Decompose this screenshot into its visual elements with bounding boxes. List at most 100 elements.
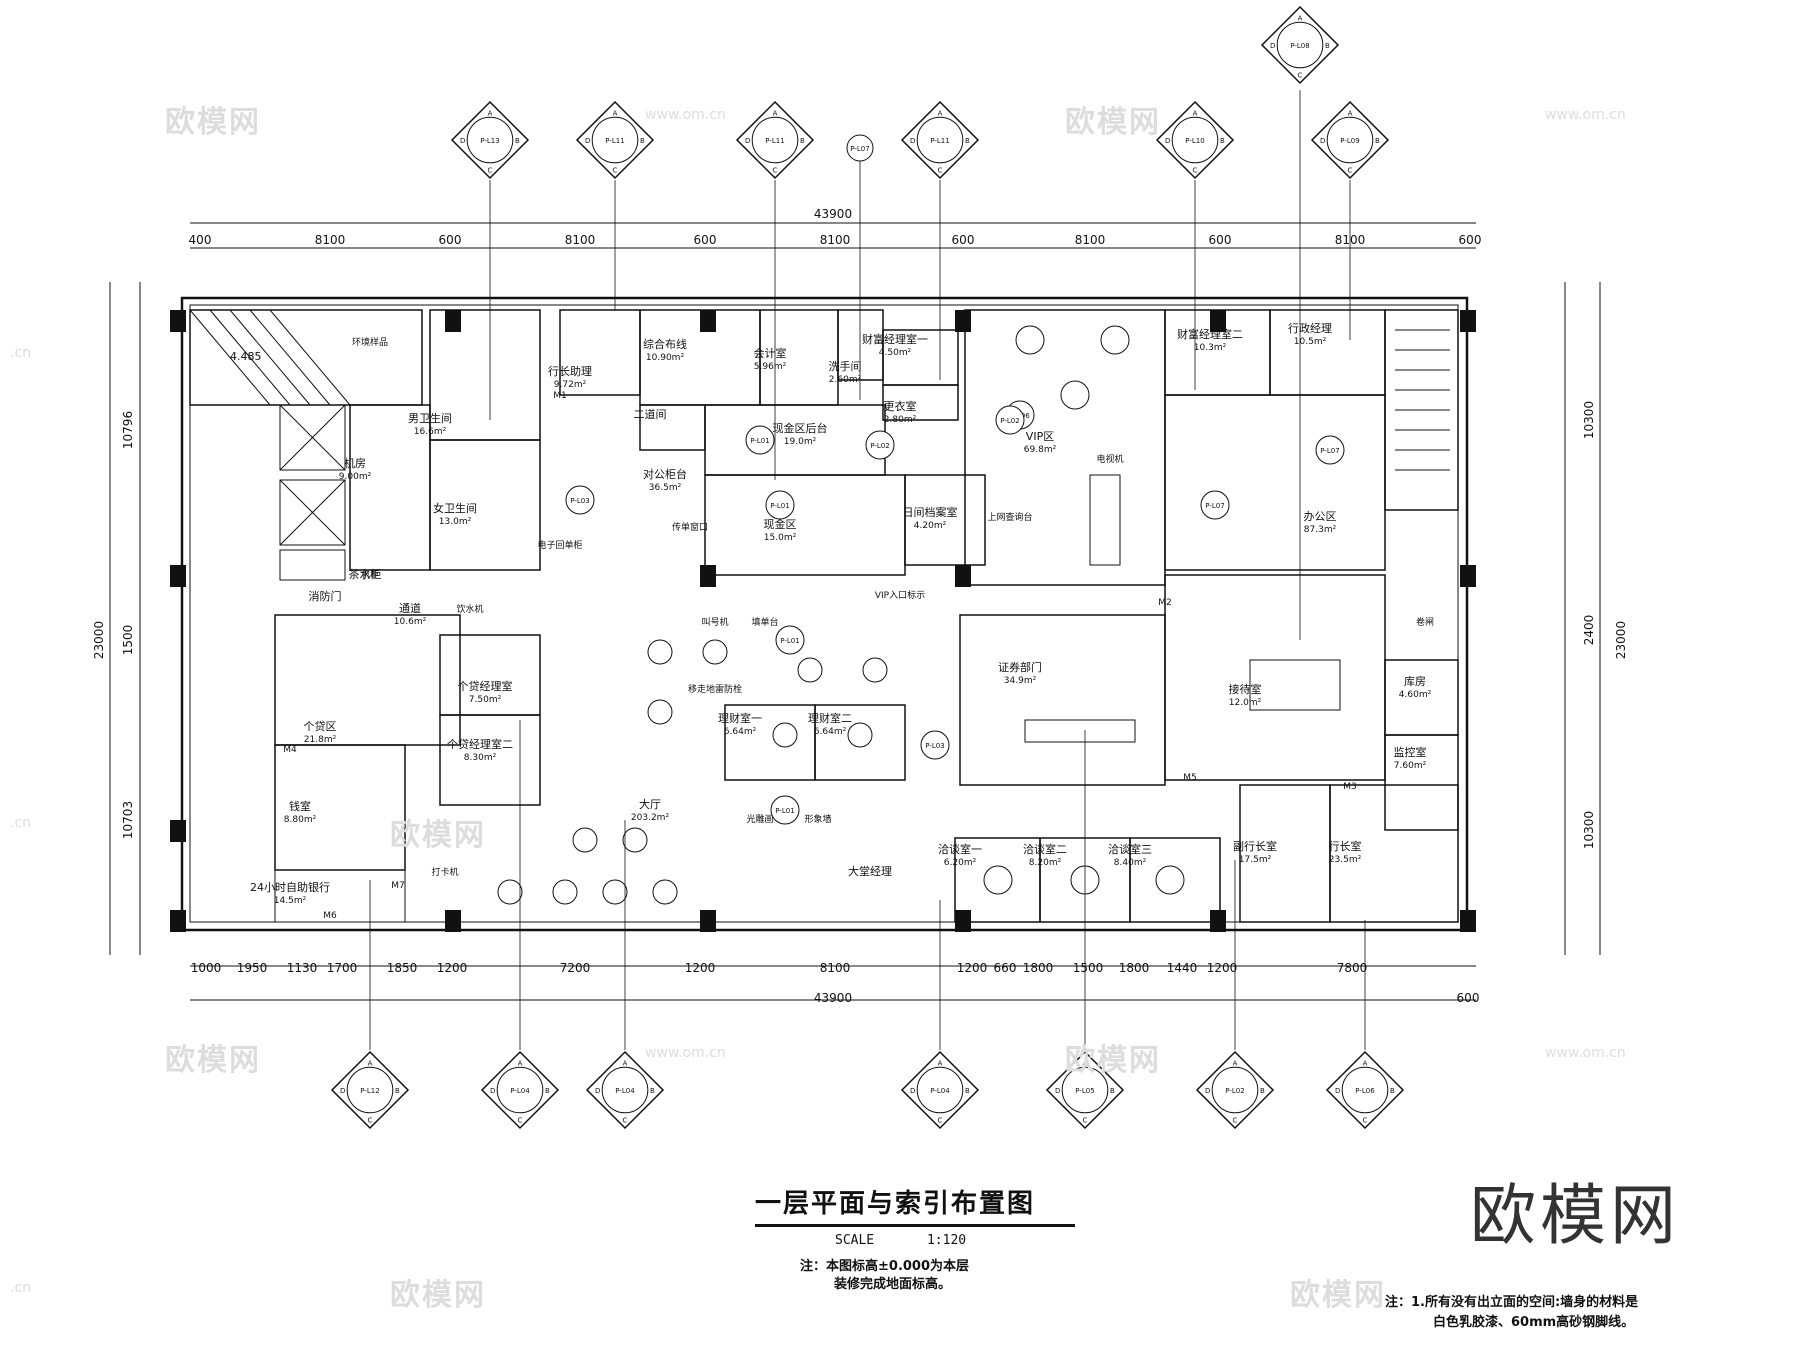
tag-code: P-L04 xyxy=(930,1087,950,1095)
dimension-right: 2400 xyxy=(1582,615,1596,646)
tag-code: P-L02 xyxy=(870,442,889,450)
tag-letter: D xyxy=(910,137,915,145)
room-name: 大厅 xyxy=(639,797,661,811)
tag-letter: C xyxy=(623,1117,628,1125)
room-area: 16.6m² xyxy=(414,427,447,437)
dimension-bottom: 1200 xyxy=(957,961,988,975)
tag-code: P-L04 xyxy=(615,1087,635,1095)
tag-letter: A xyxy=(518,1060,523,1068)
section-tag: P-L01 xyxy=(775,625,805,655)
room-area: 13.0m² xyxy=(439,517,472,527)
note-line: 注：1.所有没有出立面的空间:墙身的材料是 xyxy=(1385,1295,1639,1310)
room-area: 4.20m² xyxy=(914,521,947,531)
room-area: 23.5m² xyxy=(1329,855,1362,865)
tag-letter: A xyxy=(1348,110,1353,118)
room-area: 12.0m² xyxy=(1229,698,1262,708)
annotation-label: 填单台 xyxy=(751,616,778,628)
note-material: 注：1.所有没有出立面的空间:墙身的材料是 白色乳胶漆、60mm高砂钢脚线。 xyxy=(1385,1293,1638,1333)
room-labels: 男卫生间16.6m²女卫生间13.0m²机房9.00m²茶水柜行长助理9.72m… xyxy=(250,321,1434,921)
tag-code: P-L03 xyxy=(570,497,589,505)
scale-row: SCALE 1:120 xyxy=(755,1233,1075,1248)
tag-letter: D xyxy=(585,137,590,145)
room-area: 8.80m² xyxy=(284,815,317,825)
room-area: 203.2m² xyxy=(631,813,670,823)
room-area: 2.60m² xyxy=(829,375,862,385)
room-area: 4.60m² xyxy=(1399,690,1432,700)
note-line: 装修完成地面标高。 xyxy=(834,1277,952,1292)
room-name: 理财室一 xyxy=(718,711,762,725)
room-area: 87.3m² xyxy=(1304,525,1337,535)
tag-code: P-L01 xyxy=(780,637,799,645)
room-area: 17.5m² xyxy=(1239,855,1272,865)
annotation-label: 叫号机 xyxy=(701,616,728,628)
door-tag: M4 xyxy=(283,745,297,755)
door-tag: M1 xyxy=(553,391,567,401)
tag-letter: C xyxy=(518,1117,523,1125)
watermark-url: www.om.cn xyxy=(1545,107,1626,123)
watermark-logo: 欧模网 xyxy=(1065,105,1161,140)
tag-letter: B xyxy=(1260,1087,1265,1095)
dimension-top: 8100 xyxy=(565,233,596,247)
room-area: 7.50m² xyxy=(469,695,502,705)
dimension-bottom: 7200 xyxy=(560,961,591,975)
dimension-bottom: 1130 xyxy=(287,961,318,975)
annotation-label: 机柜 xyxy=(361,569,379,581)
room-area: 15.0m² xyxy=(764,533,797,543)
tag-letter: C xyxy=(1233,1117,1238,1125)
tag-code: P-L01 xyxy=(775,807,794,815)
tag-code: P-L02 xyxy=(1225,1087,1244,1095)
tag-letter: A xyxy=(623,1060,628,1068)
dimension-top: 600 xyxy=(694,233,717,247)
section-tag: P-L07 xyxy=(1200,490,1230,520)
tag-code: P-L07 xyxy=(1205,502,1224,510)
dimension-left: 10703 xyxy=(121,801,135,839)
dimension-bottom: 1000 xyxy=(191,961,222,975)
tag-letter: D xyxy=(910,1087,915,1095)
room-area: 69.8m² xyxy=(1024,445,1057,455)
tag-code: P-L01 xyxy=(770,502,789,510)
room-area: 5.96m² xyxy=(754,362,787,372)
tag-code: P-L02 xyxy=(1000,417,1019,425)
tag-letter: B xyxy=(1390,1087,1395,1095)
watermark-url: .cn xyxy=(10,345,32,361)
room-name: 对公柜台 xyxy=(643,467,687,481)
tag-letter: C xyxy=(1083,1117,1088,1125)
dimension-bottom: 1850 xyxy=(387,961,418,975)
room-name: 证券部门 xyxy=(998,660,1042,674)
room-name: 综合布线 xyxy=(643,337,687,351)
elevation-label: 4.485 xyxy=(230,350,262,363)
room-area: 36.5m² xyxy=(649,483,682,493)
room-name: 行长室 xyxy=(1329,839,1362,853)
room-name: 24小时自助银行 xyxy=(250,880,330,894)
room-name: 洽谈室三 xyxy=(1108,842,1152,856)
tag-code: P-L09 xyxy=(1340,137,1359,145)
room-name: 茶水柜 xyxy=(349,568,382,581)
room-name: 接待室 xyxy=(1229,682,1262,696)
room-name: 洽谈室一 xyxy=(938,842,982,856)
tag-letter: C xyxy=(368,1117,373,1125)
dimension-left: 1500 xyxy=(121,625,135,656)
room-area: 6.64m² xyxy=(724,727,757,737)
tag-letter: B xyxy=(640,137,645,145)
tag-letter: B xyxy=(965,137,970,145)
tag-code: P-L06 xyxy=(1355,1087,1375,1095)
tag-letter: B xyxy=(1220,137,1225,145)
room-area: 10.90m² xyxy=(646,353,685,363)
room-name: 个贷区 xyxy=(304,719,337,733)
room-name: 消防门 xyxy=(309,589,342,603)
drawing-title: 一层平面与索引布置图 xyxy=(755,1183,1075,1227)
tag-code: P-L01 xyxy=(750,437,769,445)
tag-code: P-L03 xyxy=(925,742,944,750)
watermark-url: www.om.cn xyxy=(645,107,726,123)
room-area: 19.0m² xyxy=(784,437,817,447)
tag-letter: D xyxy=(1205,1087,1210,1095)
dimension-bottom: 660 xyxy=(994,961,1017,975)
room-area: 4.50m² xyxy=(879,348,912,358)
tag-code: P-L11 xyxy=(765,137,784,145)
room-area: 9.72m² xyxy=(554,380,587,390)
